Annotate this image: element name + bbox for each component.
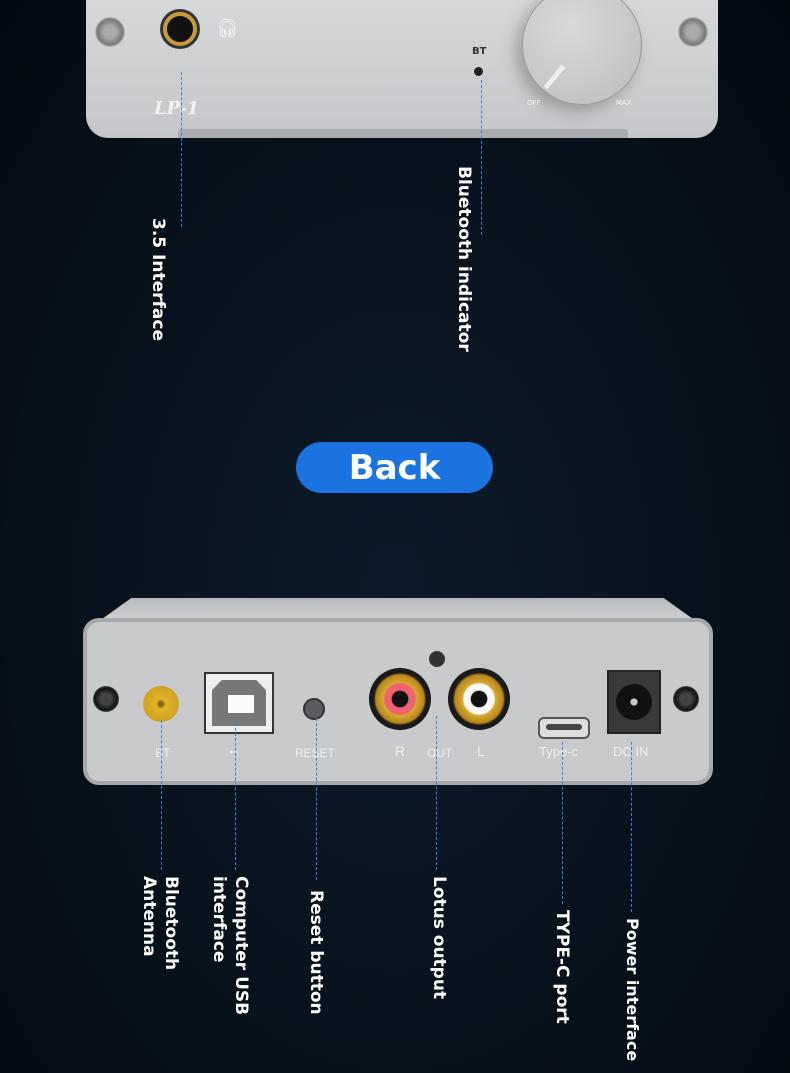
dcin-label: DC IN: [613, 744, 649, 759]
knob-max-label: MAX: [616, 99, 632, 107]
model-logo: LP-1: [154, 98, 200, 119]
screw-icon: [678, 17, 708, 47]
callout-line: [562, 742, 563, 904]
bluetooth-antenna-port: [143, 686, 179, 722]
callout-line: [436, 716, 437, 870]
knob-off-label: OFF: [527, 99, 541, 107]
back-button[interactable]: Back: [296, 442, 493, 493]
label-power-interface: Power interface: [623, 918, 642, 1062]
usb-b-port: [204, 672, 274, 734]
knob-indicator: [543, 64, 566, 90]
headphone-icon: 🎧︎: [216, 18, 239, 39]
dc-in-port: [607, 670, 661, 734]
rear-panel: BT ⭠ RESET R OUT L Type-c DC IN: [83, 618, 713, 785]
callout-line: [161, 720, 162, 870]
callout-line: [181, 72, 182, 227]
screw-icon: [93, 686, 119, 712]
usb-icon: ⭠: [229, 744, 239, 758]
rca-left-port: [448, 668, 510, 730]
headphone-jack: [163, 12, 197, 46]
reset-label: RESET: [295, 746, 336, 760]
callout-line: [481, 80, 482, 235]
rca-right-port: [369, 668, 431, 730]
screw-icon: [673, 686, 699, 712]
callout-line: [631, 742, 632, 912]
label-computer-usb: Computer USB interface: [209, 876, 251, 1016]
label-typec-port: TYPE-C port: [552, 910, 572, 1024]
label-bluetooth-antenna: Bluetooth Antenna: [139, 876, 181, 971]
reset-button[interactable]: [303, 698, 325, 720]
callout-line: [316, 718, 317, 880]
label-bluetooth-indicator: Bluetooth indicator: [454, 166, 474, 352]
screw-icon: [95, 17, 125, 47]
l-label: L: [477, 743, 485, 759]
front-panel: 🎧︎ LP-1 BT OFF MAX: [86, 0, 718, 138]
label-reset-button: Reset button: [306, 890, 326, 1015]
front-foot: [178, 129, 628, 138]
bt-label: BT: [472, 46, 487, 57]
bt-port-label: BT: [155, 746, 171, 760]
bt-indicator-led: [474, 67, 483, 76]
r-label: R: [395, 743, 406, 759]
out-label: OUT: [427, 746, 453, 760]
callout-line: [235, 718, 236, 870]
back-button-label: Back: [348, 447, 441, 488]
volume-knob[interactable]: [522, 0, 642, 105]
ground-screw: [429, 651, 445, 667]
label-lotus-output: Lotus output: [429, 876, 449, 1000]
label-3.5-interface: 3.5 Interface: [148, 218, 168, 341]
typec-label: Type-c: [539, 744, 579, 759]
type-c-port: [538, 717, 590, 739]
